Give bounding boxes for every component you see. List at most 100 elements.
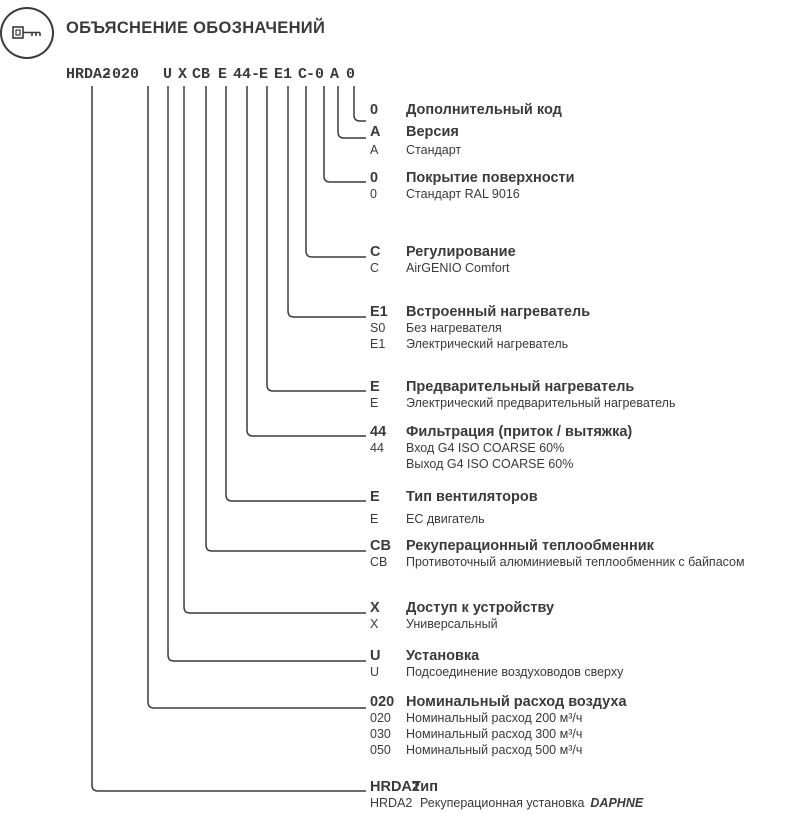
row-code: E bbox=[370, 379, 380, 395]
option-desc: Универсальный bbox=[406, 617, 498, 631]
brand-name: DAPHNE bbox=[590, 796, 644, 810]
row-code: CB bbox=[370, 538, 391, 554]
option-desc-text: EC двигатель bbox=[406, 512, 485, 526]
connector-line bbox=[91, 86, 366, 792]
connector-line bbox=[323, 86, 366, 183]
code-segment: 020 bbox=[112, 66, 140, 83]
row-code: X bbox=[370, 600, 380, 616]
row-title: Встроенный нагреватель bbox=[406, 304, 591, 320]
code-segment: 0 bbox=[315, 66, 325, 83]
row-title: Номинальный расход воздуха bbox=[406, 694, 627, 710]
option-desc-text: Выход G4 ISO COARSE 60% bbox=[406, 457, 574, 471]
option-desc: Рекуперационная установка DAPHNE bbox=[420, 796, 643, 810]
option-desc: Электрический предварительный нагревател… bbox=[406, 396, 675, 410]
row-code: U bbox=[370, 648, 381, 664]
option-code: 030 bbox=[370, 727, 391, 741]
option-code: E bbox=[370, 512, 379, 526]
option-code: 0 bbox=[370, 187, 377, 201]
code-segment: CB bbox=[192, 66, 211, 83]
row-title: Рекуперационный теплообменник bbox=[406, 538, 654, 554]
option-code: 050 bbox=[370, 743, 391, 757]
option-code: S0 bbox=[370, 321, 386, 335]
code-segment: U bbox=[163, 66, 173, 83]
row-code: A bbox=[370, 124, 381, 140]
option-desc-text: Без нагревателя bbox=[406, 321, 502, 335]
option-desc-text: Противоточный алюминиевый теплообменник … bbox=[406, 555, 745, 569]
row-code: HRDA2 bbox=[370, 779, 420, 795]
code-segment: X bbox=[178, 66, 188, 83]
option-desc: Номинальный расход 200 м³/ч bbox=[406, 711, 582, 725]
code-segment: A bbox=[330, 66, 340, 83]
option-desc-text: Подсоединение воздуховодов сверху bbox=[406, 665, 624, 679]
row-title: Тип вентиляторов bbox=[406, 489, 538, 505]
row-title: Покрытие поверхности bbox=[406, 170, 575, 186]
option-code: C bbox=[370, 261, 380, 275]
option-code: A bbox=[370, 143, 379, 157]
option-code: E1 bbox=[370, 337, 386, 351]
connector-line bbox=[337, 86, 366, 139]
row-code: 0 bbox=[370, 102, 379, 118]
connector-line bbox=[287, 86, 366, 318]
option-desc: Стандарт RAL 9016 bbox=[406, 187, 520, 201]
code-separator: - bbox=[103, 66, 113, 83]
row-code: E1 bbox=[370, 304, 388, 320]
option-desc: EC двигатель bbox=[406, 512, 485, 526]
option-desc-text: Стандарт RAL 9016 bbox=[406, 187, 520, 201]
code-segment: C bbox=[298, 66, 308, 83]
code-segment: E bbox=[218, 66, 228, 83]
code-segment: HRDA2 bbox=[66, 66, 112, 83]
option-desc: Без нагревателя bbox=[406, 321, 502, 335]
option-desc: Выход G4 ISO COARSE 60% bbox=[406, 457, 573, 471]
option-desc-text: Вход G4 ISO COARSE 60% bbox=[406, 441, 565, 455]
connector-line bbox=[353, 86, 366, 122]
option-code: E bbox=[370, 396, 379, 410]
option-desc-text: Номинальный расход 500 м³/ч bbox=[406, 743, 583, 757]
code-segment: E bbox=[259, 66, 269, 83]
option-code: HRDA2 bbox=[370, 796, 413, 810]
key-badge bbox=[0, 7, 54, 59]
option-code: CB bbox=[370, 555, 388, 569]
row-code: 020 bbox=[370, 694, 395, 710]
row-code: C bbox=[370, 244, 381, 260]
connector-line bbox=[246, 86, 366, 437]
option-desc: AirGENIO Comfort bbox=[406, 261, 510, 275]
key-icon bbox=[12, 26, 41, 39]
option-desc-text: Универсальный bbox=[406, 617, 498, 631]
option-desc: Номинальный расход 500 м³/ч bbox=[406, 743, 582, 757]
option-desc-text: Номинальный расход 300 м³/ч bbox=[406, 727, 583, 741]
row-title: Тип bbox=[412, 779, 438, 795]
row-code: 0 bbox=[370, 170, 379, 186]
connector-line bbox=[147, 86, 366, 709]
page-title: ОБЪЯСНЕНИЕ ОБОЗНАЧЕНИЙ bbox=[66, 19, 326, 37]
connector-line bbox=[266, 86, 366, 392]
code-segment: E1 bbox=[274, 66, 293, 83]
option-desc-text: Стандарт bbox=[406, 143, 462, 157]
option-desc: Подсоединение воздуховодов сверху bbox=[406, 665, 623, 679]
row-title: Фильтрация (приток / вытяжка) bbox=[406, 424, 633, 440]
option-desc-text: Рекуперационная установка bbox=[420, 796, 585, 810]
option-desc-text: Электрический нагреватель bbox=[406, 337, 569, 351]
connector-line bbox=[305, 86, 366, 258]
row-code: 44 bbox=[370, 424, 387, 440]
option-desc: Электрический нагреватель bbox=[406, 337, 568, 351]
code-segment: 44 bbox=[233, 66, 252, 83]
option-code: 44 bbox=[370, 441, 384, 455]
connector-line bbox=[183, 86, 366, 614]
option-desc: Противоточный алюминиевый теплообменник … bbox=[406, 555, 745, 569]
option-desc-text: AirGENIO Comfort bbox=[406, 261, 510, 275]
row-title: Доступ к устройству bbox=[406, 600, 555, 616]
code-separator: - bbox=[306, 66, 316, 83]
option-desc-text: Номинальный расход 200 м³/ч bbox=[406, 711, 583, 725]
code-segment: 0 bbox=[346, 66, 356, 83]
connector-line bbox=[225, 86, 366, 502]
option-code: X bbox=[370, 617, 379, 631]
option-code: 020 bbox=[370, 711, 391, 725]
header: ОБЪЯСНЕНИЕ ОБОЗНАЧЕНИЙ bbox=[0, 0, 806, 60]
row-title: Версия bbox=[406, 124, 459, 140]
option-desc: Номинальный расход 300 м³/ч bbox=[406, 727, 582, 741]
row-title: Дополнительный код bbox=[406, 102, 562, 118]
row-code: E bbox=[370, 489, 380, 505]
row-title: Регулирование bbox=[406, 244, 516, 260]
